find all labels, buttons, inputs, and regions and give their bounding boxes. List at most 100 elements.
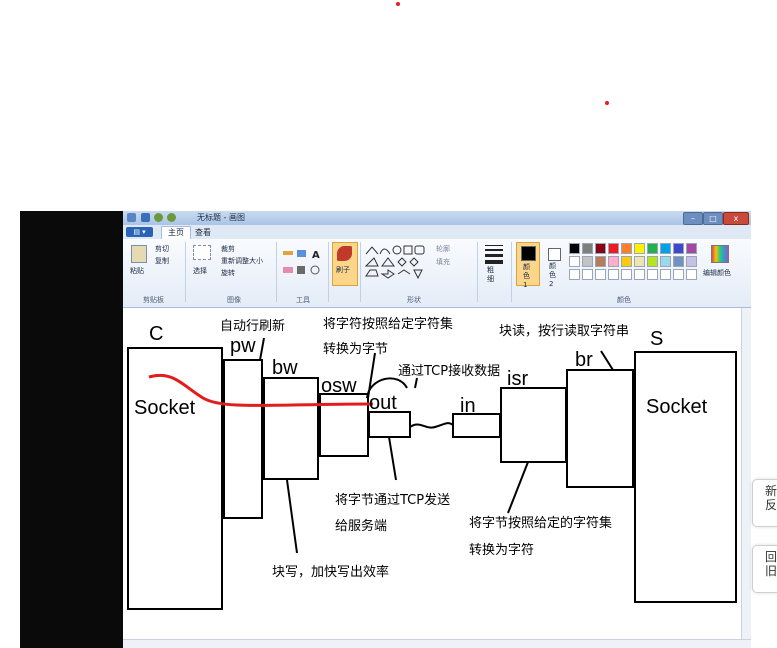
pointer-pw bbox=[259, 337, 265, 361]
palette-swatch[interactable] bbox=[686, 243, 697, 254]
paste-icon[interactable] bbox=[131, 245, 147, 263]
palette-swatch[interactable] bbox=[660, 256, 671, 267]
palette-custom-slot[interactable] bbox=[634, 269, 645, 280]
divider bbox=[360, 242, 361, 302]
palette-swatch[interactable] bbox=[647, 243, 658, 254]
palette-custom-slot[interactable] bbox=[647, 269, 658, 280]
fill-button[interactable]: 填充 bbox=[436, 258, 450, 266]
palette-swatch[interactable] bbox=[582, 243, 593, 254]
select-icon[interactable] bbox=[193, 245, 211, 260]
side-card-feedback[interactable]: 新反 bbox=[752, 479, 777, 527]
horizontal-scrollbar[interactable] bbox=[123, 639, 751, 648]
note-send-line1: 将字节通过TCP发送 bbox=[335, 492, 450, 508]
color2-label: 颜色 2 bbox=[549, 262, 556, 288]
rotate-button[interactable]: 旋转 bbox=[221, 269, 235, 277]
palette-custom-slot[interactable] bbox=[595, 269, 606, 280]
drawing-canvas[interactable]: C S Socket Socket pw bw osw out in isr b… bbox=[123, 308, 745, 639]
note-block-read: 块读，按行读取字符串 bbox=[499, 323, 629, 339]
size-icon[interactable] bbox=[485, 245, 503, 264]
palette-custom-slot[interactable] bbox=[582, 269, 593, 280]
br-label: br bbox=[575, 349, 593, 371]
palette-swatch[interactable] bbox=[569, 243, 580, 254]
color-palette bbox=[569, 243, 709, 283]
text-tool-icon[interactable]: A bbox=[312, 250, 320, 261]
palette-swatch[interactable] bbox=[621, 243, 632, 254]
edit-colors-button[interactable]: 编辑颜色 bbox=[703, 269, 731, 277]
select-button[interactable]: 选择 bbox=[193, 267, 207, 275]
palette-swatch[interactable] bbox=[608, 243, 619, 254]
palette-custom-slot[interactable] bbox=[660, 269, 671, 280]
divider bbox=[276, 242, 277, 302]
palette-custom-slot[interactable] bbox=[621, 269, 632, 280]
edit-colors-icon[interactable] bbox=[711, 245, 729, 263]
client-socket-box bbox=[127, 347, 223, 610]
palette-custom-slot[interactable] bbox=[569, 269, 580, 280]
pw-label: pw bbox=[230, 335, 256, 357]
palette-swatch[interactable] bbox=[621, 256, 632, 267]
save-icon[interactable] bbox=[141, 213, 150, 222]
bw-label: bw bbox=[272, 357, 298, 379]
palette-swatch[interactable] bbox=[686, 256, 697, 267]
eraser-icon[interactable] bbox=[283, 267, 293, 273]
tab-home[interactable]: 主页 bbox=[161, 226, 191, 239]
redo-icon[interactable] bbox=[167, 213, 176, 222]
tcp-connection-line bbox=[409, 422, 454, 429]
size-button[interactable]: 粗细 bbox=[487, 266, 494, 283]
divider bbox=[328, 242, 329, 302]
label-c: C bbox=[149, 323, 163, 345]
note-tcp-recv: 通过TCP接收数据 bbox=[398, 363, 500, 379]
tab-view[interactable]: 查看 bbox=[195, 228, 211, 237]
socket-right-label: Socket bbox=[646, 396, 708, 418]
palette-swatch[interactable] bbox=[673, 256, 684, 267]
color2-button[interactable]: 颜色 2 bbox=[543, 242, 565, 288]
palette-custom-slot[interactable] bbox=[608, 269, 619, 280]
shapes-group-label: 形状 bbox=[407, 296, 421, 304]
window-title: 无标题 - 画图 bbox=[197, 213, 245, 222]
minimize-button[interactable]: – bbox=[683, 212, 703, 225]
ribbon-tabs: ▤ ▾ 主页 查看 bbox=[123, 225, 751, 239]
ribbon: 粘贴 剪切 复制 剪贴板 选择 裁剪 重新调整大小 旋转 图像 A 工具 bbox=[123, 239, 751, 308]
note-encode-line2: 转换为字节 bbox=[323, 342, 388, 357]
pencil-icon[interactable] bbox=[283, 251, 293, 255]
server-socket-box bbox=[634, 351, 737, 603]
fill-icon[interactable] bbox=[297, 250, 306, 257]
tools-icons: A bbox=[283, 250, 320, 275]
palette-swatch[interactable] bbox=[582, 256, 593, 267]
palette-custom-slot[interactable] bbox=[673, 269, 684, 280]
crop-button[interactable]: 裁剪 bbox=[221, 245, 235, 253]
note-decode-line2: 转换为字符 bbox=[469, 542, 534, 558]
close-button[interactable]: x bbox=[723, 212, 749, 225]
palette-swatch[interactable] bbox=[595, 256, 606, 267]
palette-swatch[interactable] bbox=[647, 256, 658, 267]
maximize-button[interactable]: □ bbox=[703, 212, 723, 225]
note-decode-line1: 将字节按照给定的字符集 bbox=[469, 515, 612, 531]
brushes-label: 刷子 bbox=[336, 266, 350, 274]
pointer-bw bbox=[286, 479, 298, 554]
title-bar: 无标题 - 画图 – □ x bbox=[123, 211, 751, 225]
color1-button[interactable]: 颜色 1 bbox=[516, 242, 540, 289]
copy-button[interactable]: 复制 bbox=[155, 257, 169, 265]
colors-group-label: 颜色 bbox=[617, 296, 631, 304]
palette-swatch[interactable] bbox=[608, 256, 619, 267]
palette-swatch[interactable] bbox=[634, 256, 645, 267]
palette-swatch[interactable] bbox=[569, 256, 580, 267]
pointer-out bbox=[388, 436, 397, 481]
color-picker-icon[interactable] bbox=[297, 266, 305, 274]
undo-icon[interactable] bbox=[154, 213, 163, 222]
file-menu-button[interactable]: ▤ ▾ bbox=[126, 227, 153, 237]
resize-button[interactable]: 重新调整大小 bbox=[221, 257, 263, 265]
magnifier-icon[interactable] bbox=[310, 265, 320, 275]
red-dot bbox=[396, 2, 400, 6]
outline-button[interactable]: 轮廓 bbox=[436, 245, 450, 253]
palette-custom-slot[interactable] bbox=[686, 269, 697, 280]
side-card-back-to-old[interactable]: 回旧 bbox=[752, 545, 777, 593]
palette-swatch[interactable] bbox=[634, 243, 645, 254]
paste-button[interactable]: 粘贴 bbox=[130, 267, 144, 275]
vertical-scrollbar[interactable] bbox=[741, 308, 751, 639]
cut-button[interactable]: 剪切 bbox=[155, 245, 169, 253]
palette-swatch[interactable] bbox=[673, 243, 684, 254]
shapes-gallery[interactable] bbox=[364, 244, 432, 280]
palette-swatch[interactable] bbox=[595, 243, 606, 254]
brushes-button[interactable]: 刷子 bbox=[332, 242, 358, 286]
palette-swatch[interactable] bbox=[660, 243, 671, 254]
